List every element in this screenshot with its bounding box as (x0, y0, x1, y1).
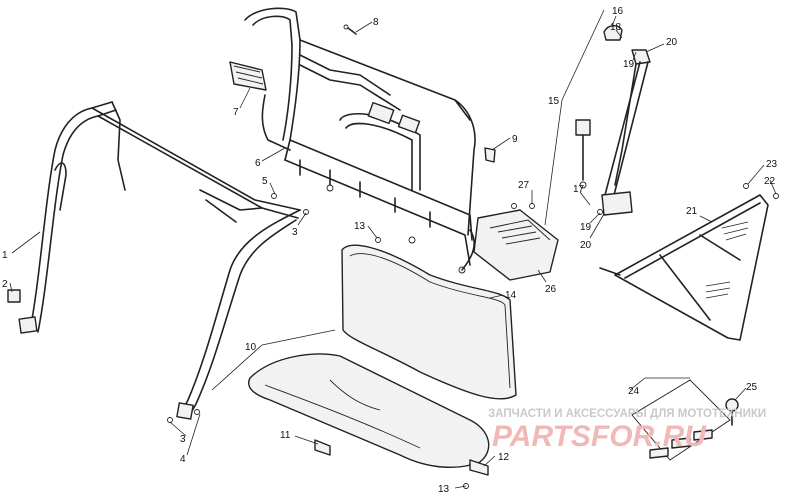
callout-10: 10 (245, 342, 257, 353)
callout-15: 15 (548, 96, 560, 107)
callout-25: 25 (746, 382, 758, 393)
seat-belt-assembly (575, 25, 651, 216)
callout-22: 22 (764, 176, 776, 187)
callout-20b: 20 (580, 240, 592, 251)
side-plate (7, 289, 21, 303)
callout-7: 7 (233, 107, 239, 118)
callout-16: 16 (612, 6, 624, 17)
callout-17: 17 (573, 184, 585, 195)
callout-11: 11 (280, 430, 291, 441)
callout-1: 1 (2, 250, 8, 261)
watermark-tagline: ЗАПЧАСТИ И АКСЕССУАРЫ ДЛЯ МОТОТЕХНИКИ (488, 408, 766, 420)
callout-13b: 13 (438, 484, 450, 495)
callout-4: 4 (180, 454, 186, 465)
callout-8: 8 (373, 17, 379, 28)
callout-3a: 3 (292, 227, 298, 238)
watermark-logo: PARTSFOR.RU (492, 420, 707, 453)
seat-brackets (314, 439, 489, 476)
callout-3b: 3 (180, 434, 186, 445)
callout-13a: 13 (354, 221, 366, 232)
callout-23: 23 (766, 159, 778, 170)
callout-20a: 20 (666, 37, 678, 48)
bolt-8 (343, 24, 357, 35)
storage-box (473, 203, 559, 281)
leader-lines (9, 9, 777, 489)
callout-5: 5 (262, 176, 268, 187)
callout-24: 24 (628, 386, 640, 397)
knob (725, 398, 739, 426)
callout-9: 9 (512, 134, 518, 145)
callout-labels: 1 2 5 3 3 4 6 7 8 9 10 11 12 13 13 14 15… (2, 6, 778, 495)
seat-back (341, 244, 517, 400)
hardware-kit (631, 379, 731, 461)
callout-19b: 19 (580, 222, 592, 233)
fasteners (167, 193, 469, 489)
headrest-pad (229, 61, 267, 91)
bracket-9 (484, 147, 496, 163)
callout-27: 27 (518, 180, 530, 191)
callout-6: 6 (255, 158, 261, 169)
callout-12: 12 (498, 452, 510, 463)
callout-21: 21 (686, 206, 698, 217)
rops-front-frame (18, 101, 301, 420)
callout-14: 14 (505, 290, 517, 301)
watermark: ЗАПЧАСТИ И АКСЕССУАРЫ ДЛЯ МОТОТЕХНИКИ PA… (488, 408, 766, 453)
callout-18: 18 (610, 22, 622, 33)
callout-26: 26 (545, 284, 557, 295)
rear-net-panel (599, 183, 779, 341)
callout-19a: 19 (623, 59, 635, 70)
rear-cab-frame (244, 7, 476, 274)
seat-bottom (248, 353, 490, 469)
callout-2: 2 (2, 279, 8, 290)
